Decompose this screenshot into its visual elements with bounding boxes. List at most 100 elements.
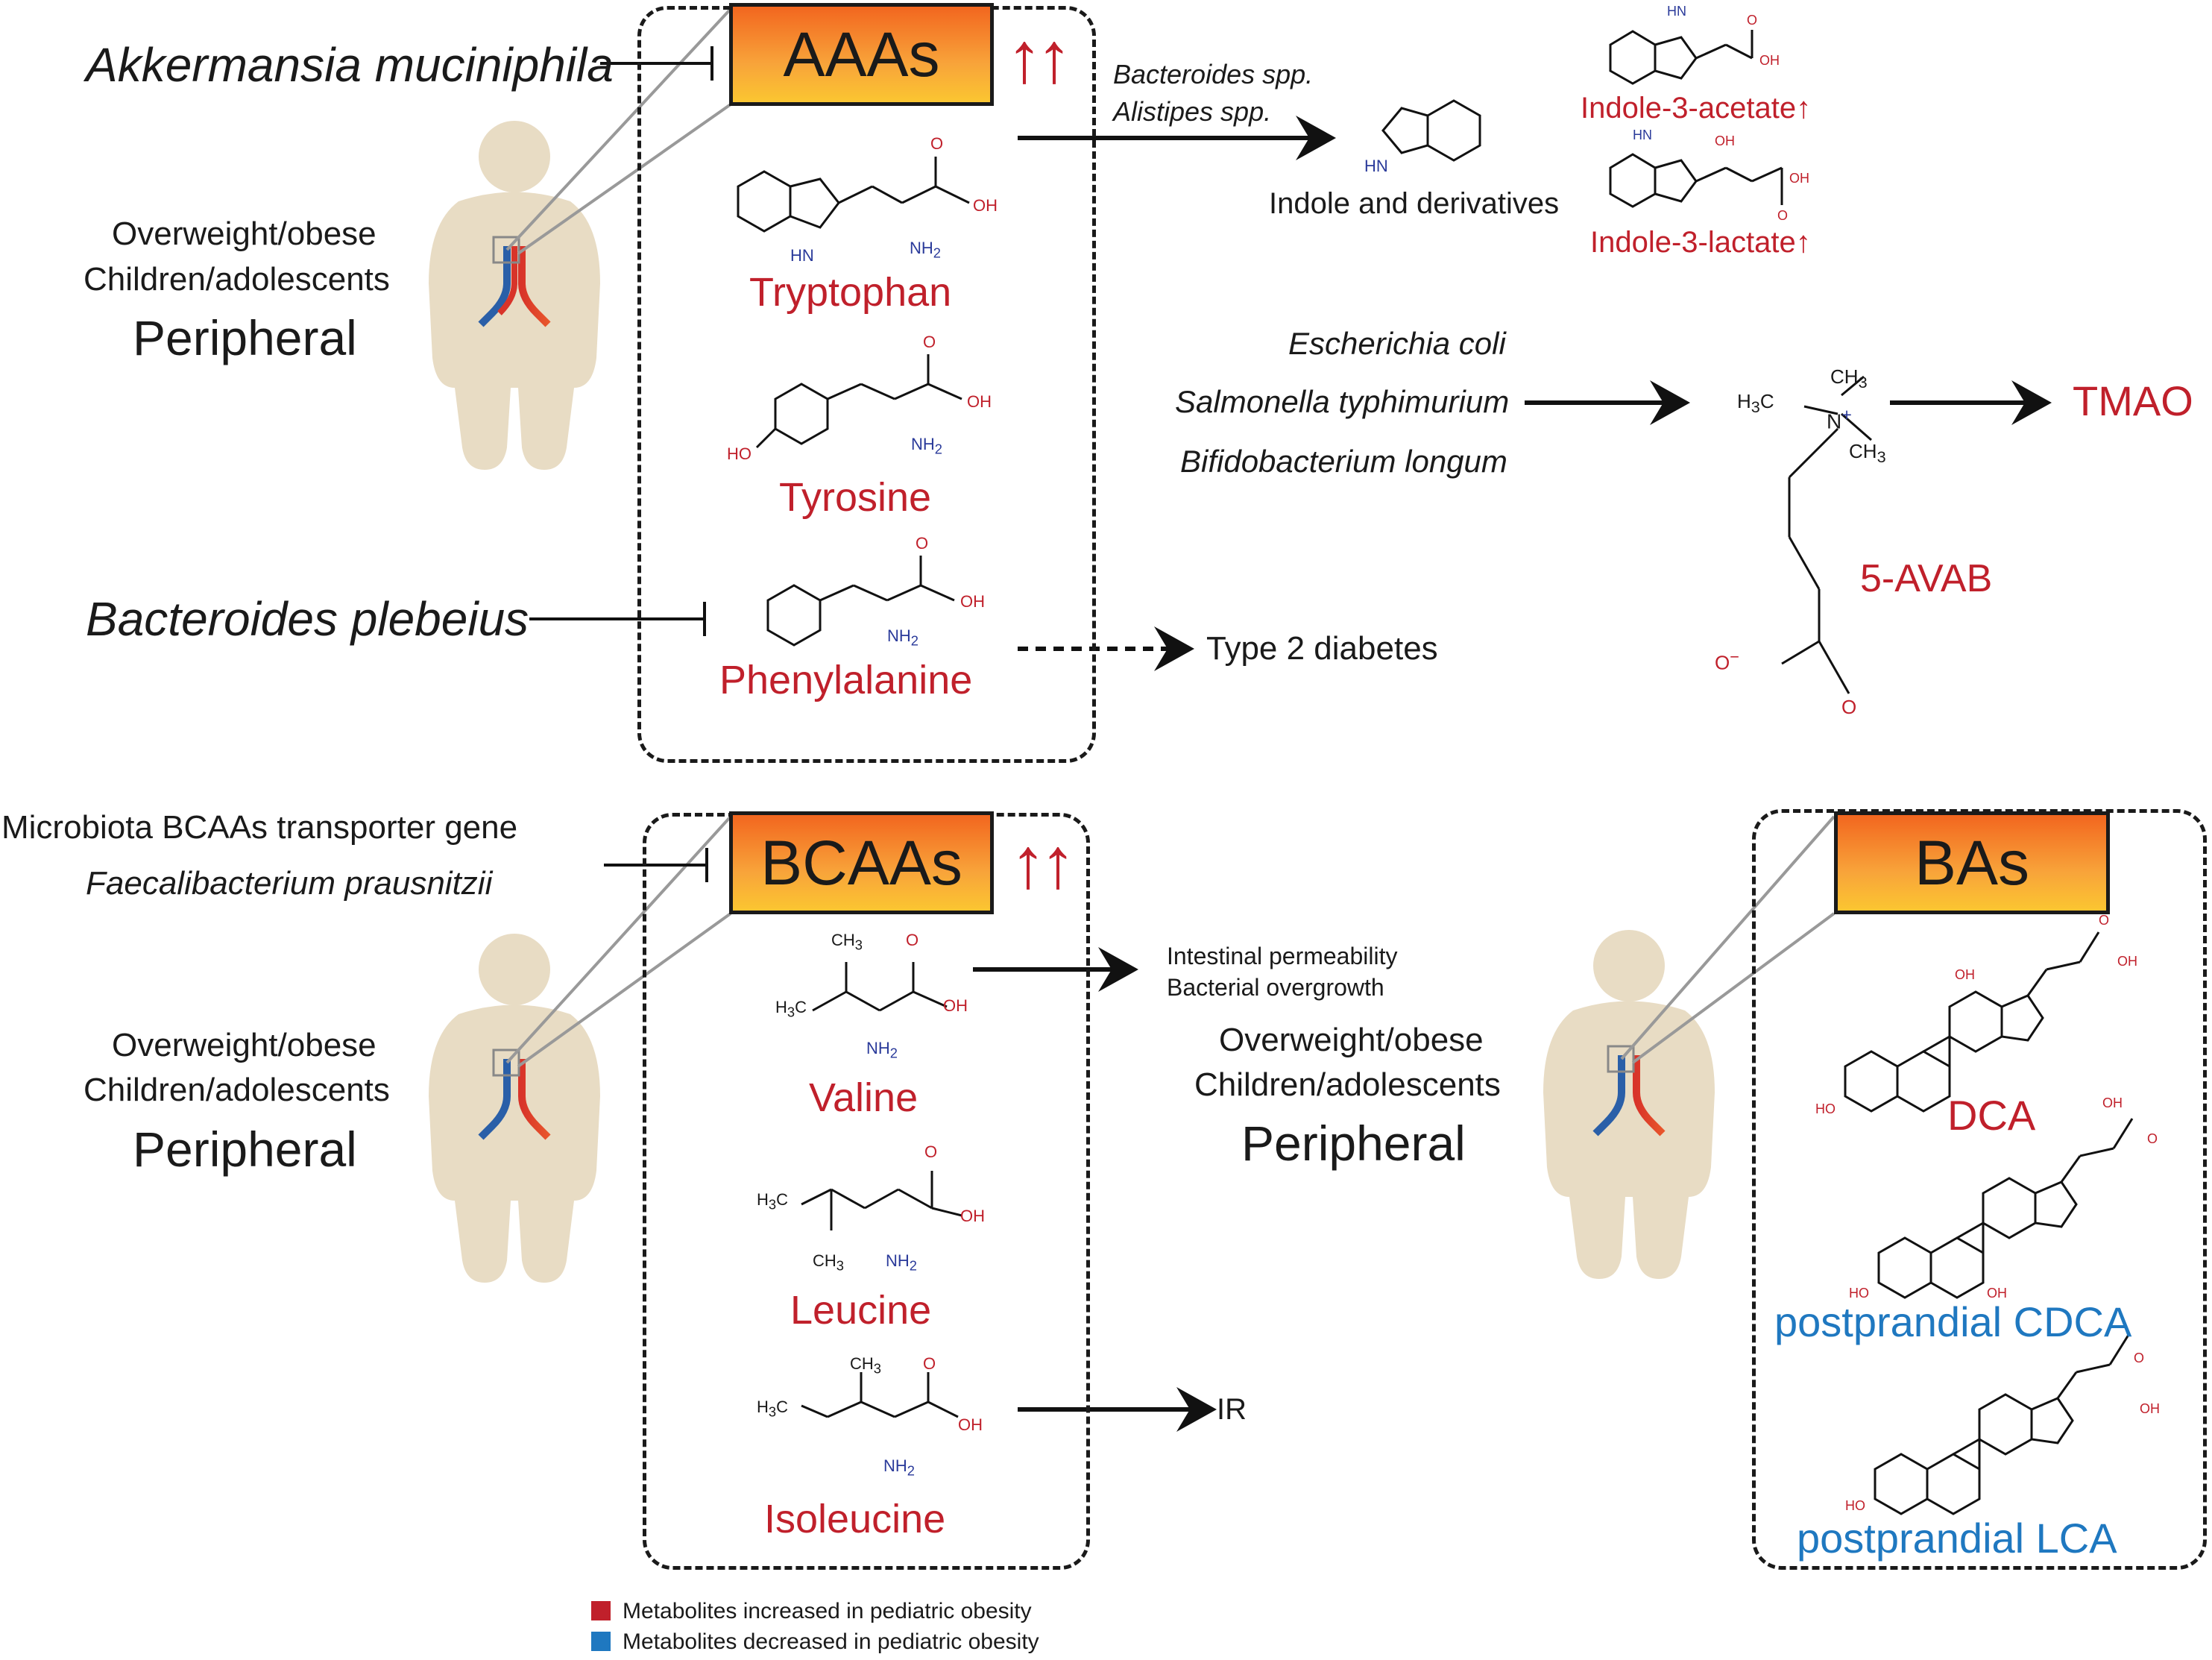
avab-o: O [1841,696,1857,718]
trp-hn: HN [790,246,814,265]
tmao-label: TMAO [2073,377,2193,424]
ile-oh: OH [958,1415,983,1434]
akkermansia-label: Akkermansia muciniphila [86,38,614,92]
bacteroides-spp-label: Bacteroides spp. [1113,59,1314,89]
vessels-right [1592,1045,1666,1136]
ir-label: IR [1217,1393,1247,1426]
population-top-line2: Children/adolescents [83,261,390,298]
leu-o: O [924,1142,938,1161]
ile-o: O [923,1354,936,1373]
vessels-top [478,236,551,327]
inhibition-lines [529,46,713,882]
indole-hn: HN [1364,157,1388,175]
val-oh: OH [943,996,968,1015]
dca-label: DCA [1947,1092,2036,1139]
permeability-label: Intestinal permeability [1167,943,1398,969]
phenylalanine-structure [766,556,955,647]
lca-structure [1874,1334,2130,1515]
leucine-structure [801,1171,962,1230]
leu-h3c: H3C [757,1190,788,1213]
tyrosine-label: Tyrosine [779,475,932,520]
avab-ch3-right: CH3 [1849,440,1886,467]
dca-o: O [2099,913,2110,928]
type2-diabetes-label: Type 2 diabetes [1206,630,1438,667]
leu-ch3: CH3 [813,1251,844,1274]
tyr-ho: HO [727,444,751,463]
cdca-label: postprandial CDCA [1774,1298,2132,1345]
alistipes-spp-label: Alistipes spp. [1113,96,1272,127]
compartment-right: Peripheral [1241,1116,1466,1171]
trp-o: O [930,134,944,153]
vessels-mid [478,1048,551,1140]
zoom-lines [505,7,1836,1068]
aaa-container [637,6,1096,763]
lca-o: O [2134,1351,2145,1365]
indole-derivatives-label: Indole and derivatives [1269,187,1560,220]
tyr-o: O [923,333,936,351]
arrows [973,116,2052,1432]
phe-nh2: NH2 [887,626,918,649]
indole-structure [1381,99,1481,162]
valine-label: Valine [809,1075,918,1120]
leu-oh: OH [960,1207,985,1225]
iaa-o: O [1747,13,1758,28]
isoleucine-label: Isoleucine [764,1497,946,1541]
leucine-label: Leucine [790,1288,932,1333]
bcaa-label-box: BCAAs [729,811,994,914]
salmonella-label: Salmonella typhimurium [1175,384,1510,419]
tyr-nh2: NH2 [911,435,942,457]
bcaa-trend-arrows: ↑↑ [1010,823,1076,903]
legend-swatch-increased [591,1601,611,1620]
phe-oh: OH [960,592,985,611]
ba-container [1752,809,2207,1570]
ile-h3c: H3C [757,1398,788,1420]
legend-label-decreased: Metabolites decreased in pediatric obesi… [623,1629,1039,1654]
tryptophan-label: Tryptophan [749,270,952,315]
body-silhouette-mid [429,934,600,1283]
dca-cooh-oh: OH [2117,954,2137,969]
indole-acetate-structure [1609,30,1753,85]
indole-3-acetate-label: Indole-3-acetate↑ [1581,92,1812,125]
bcaa-label: BCAAs [760,827,962,898]
val-o: O [906,931,919,949]
indole-lactate-structure [1609,153,1783,208]
cdca-structure [1877,1118,2134,1299]
ile-ch3: CH3 [850,1354,881,1377]
escherichia-coli-label: Escherichia coli [1288,326,1506,361]
ba-label-box: BAs [1834,811,2110,914]
ila-o: O [1777,208,1789,223]
trp-nh2: NH2 [910,239,941,261]
cdca-cooh-oh: OH [2102,1095,2123,1110]
compartment-mid: Peripheral [133,1122,357,1177]
tyrosine-structure [755,354,962,449]
cdca-oh-7: OH [1987,1286,2007,1301]
population-mid-line2: Children/adolescents [83,1072,390,1108]
avab-h3c: H3C [1737,390,1774,417]
leu-nh2: NH2 [886,1251,917,1274]
overgrowth-label: Bacterial overgrowth [1167,974,1384,1001]
ila-oh-1: OH [1715,133,1735,148]
population-top-line1: Overweight/obese [112,216,376,252]
body-silhouette-right [1543,930,1715,1279]
avab-n-plus: N+ [1827,405,1852,433]
trp-oh: OH [973,196,998,215]
lca-label: postprandial LCA [1797,1515,2117,1562]
bcaa-transporter-label: Microbiota BCAAs transporter gene [1,809,518,846]
isoleucine-structure [801,1372,959,1418]
dca-structure [1844,931,2100,1113]
legend-swatch-decreased [591,1632,611,1651]
dca-oh-3: HO [1815,1101,1836,1116]
val-nh2: NH2 [866,1039,898,1061]
iaa-hn: HN [1667,4,1686,19]
indole-3-lactate-label: Indole-3-lactate↑ [1590,226,1811,259]
lca-oh-3: HO [1845,1498,1865,1513]
ila-oh-2: OH [1789,171,1809,186]
aaa-label: AAAs [783,19,940,89]
lca-cooh-oh: OH [2140,1401,2160,1416]
avab-ch3-top: CH3 [1830,365,1868,392]
population-mid-line1: Overweight/obese [112,1027,376,1063]
compartment-top: Peripheral [133,310,357,365]
legend-label-increased: Metabolites increased in pediatric obesi… [623,1599,1032,1623]
avab-o-minus: O− [1715,647,1739,674]
